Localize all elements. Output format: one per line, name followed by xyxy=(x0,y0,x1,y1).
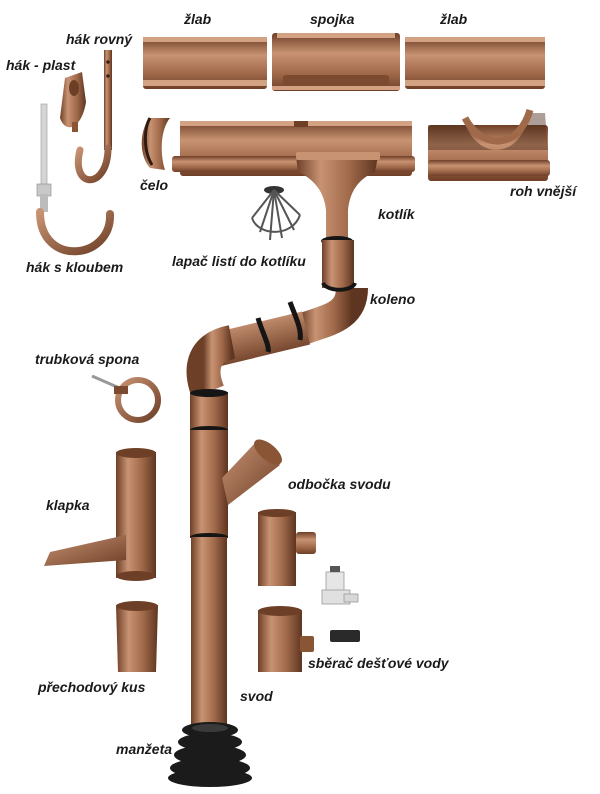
elbow-pipe xyxy=(186,281,368,399)
label-manzeta: manžeta xyxy=(116,741,172,757)
label-zlab-right: žlab xyxy=(439,11,468,27)
label-kotlik: kotlík xyxy=(378,206,416,222)
plastic-hook xyxy=(60,72,86,132)
label-hak-rovny: hák rovný xyxy=(66,31,133,47)
labels: žlab spojka žlab hák rovný hák - plast č… xyxy=(6,11,578,757)
rubber-sleeve xyxy=(168,722,252,787)
label-odbocka-svodu: odbočka svodu xyxy=(288,476,391,492)
label-hak-s-kloubem: hák s kloubem xyxy=(26,259,123,275)
water-valve xyxy=(321,566,359,605)
label-zlab-left: žlab xyxy=(183,11,212,27)
leaf-guard xyxy=(251,186,301,241)
gutter-outlet xyxy=(296,152,380,288)
label-svod: svod xyxy=(240,688,273,704)
label-roh-vnejsi: roh vnější xyxy=(510,183,578,199)
branch-tee xyxy=(258,509,316,586)
label-hak-plast: hák - plast xyxy=(6,57,77,73)
hinged-hook xyxy=(36,103,115,256)
label-spojka: spojka xyxy=(310,11,355,27)
gutter-left xyxy=(143,37,267,89)
label-celo: čelo xyxy=(140,177,168,193)
pipe-clamp xyxy=(91,374,161,423)
gutter-coupling xyxy=(272,33,400,91)
label-trubkova-spona: trubková spona xyxy=(35,351,139,367)
flap-pipe xyxy=(44,448,156,581)
outer-corner xyxy=(428,108,550,181)
label-lapac: lapač listí do kotlíku xyxy=(172,253,306,269)
rain-collector xyxy=(258,606,360,672)
label-sberac: sběrač dešťové vody xyxy=(308,655,450,671)
label-klapka: klapka xyxy=(46,497,90,513)
gutter-main xyxy=(172,121,415,176)
gutter-right xyxy=(405,37,545,89)
label-koleno: koleno xyxy=(370,291,416,307)
straight-hook xyxy=(74,50,112,184)
label-prechodovy-kus: přechodový kus xyxy=(37,679,146,695)
downpipe xyxy=(190,389,283,725)
end-cap xyxy=(141,117,170,170)
transition-piece xyxy=(116,601,158,672)
